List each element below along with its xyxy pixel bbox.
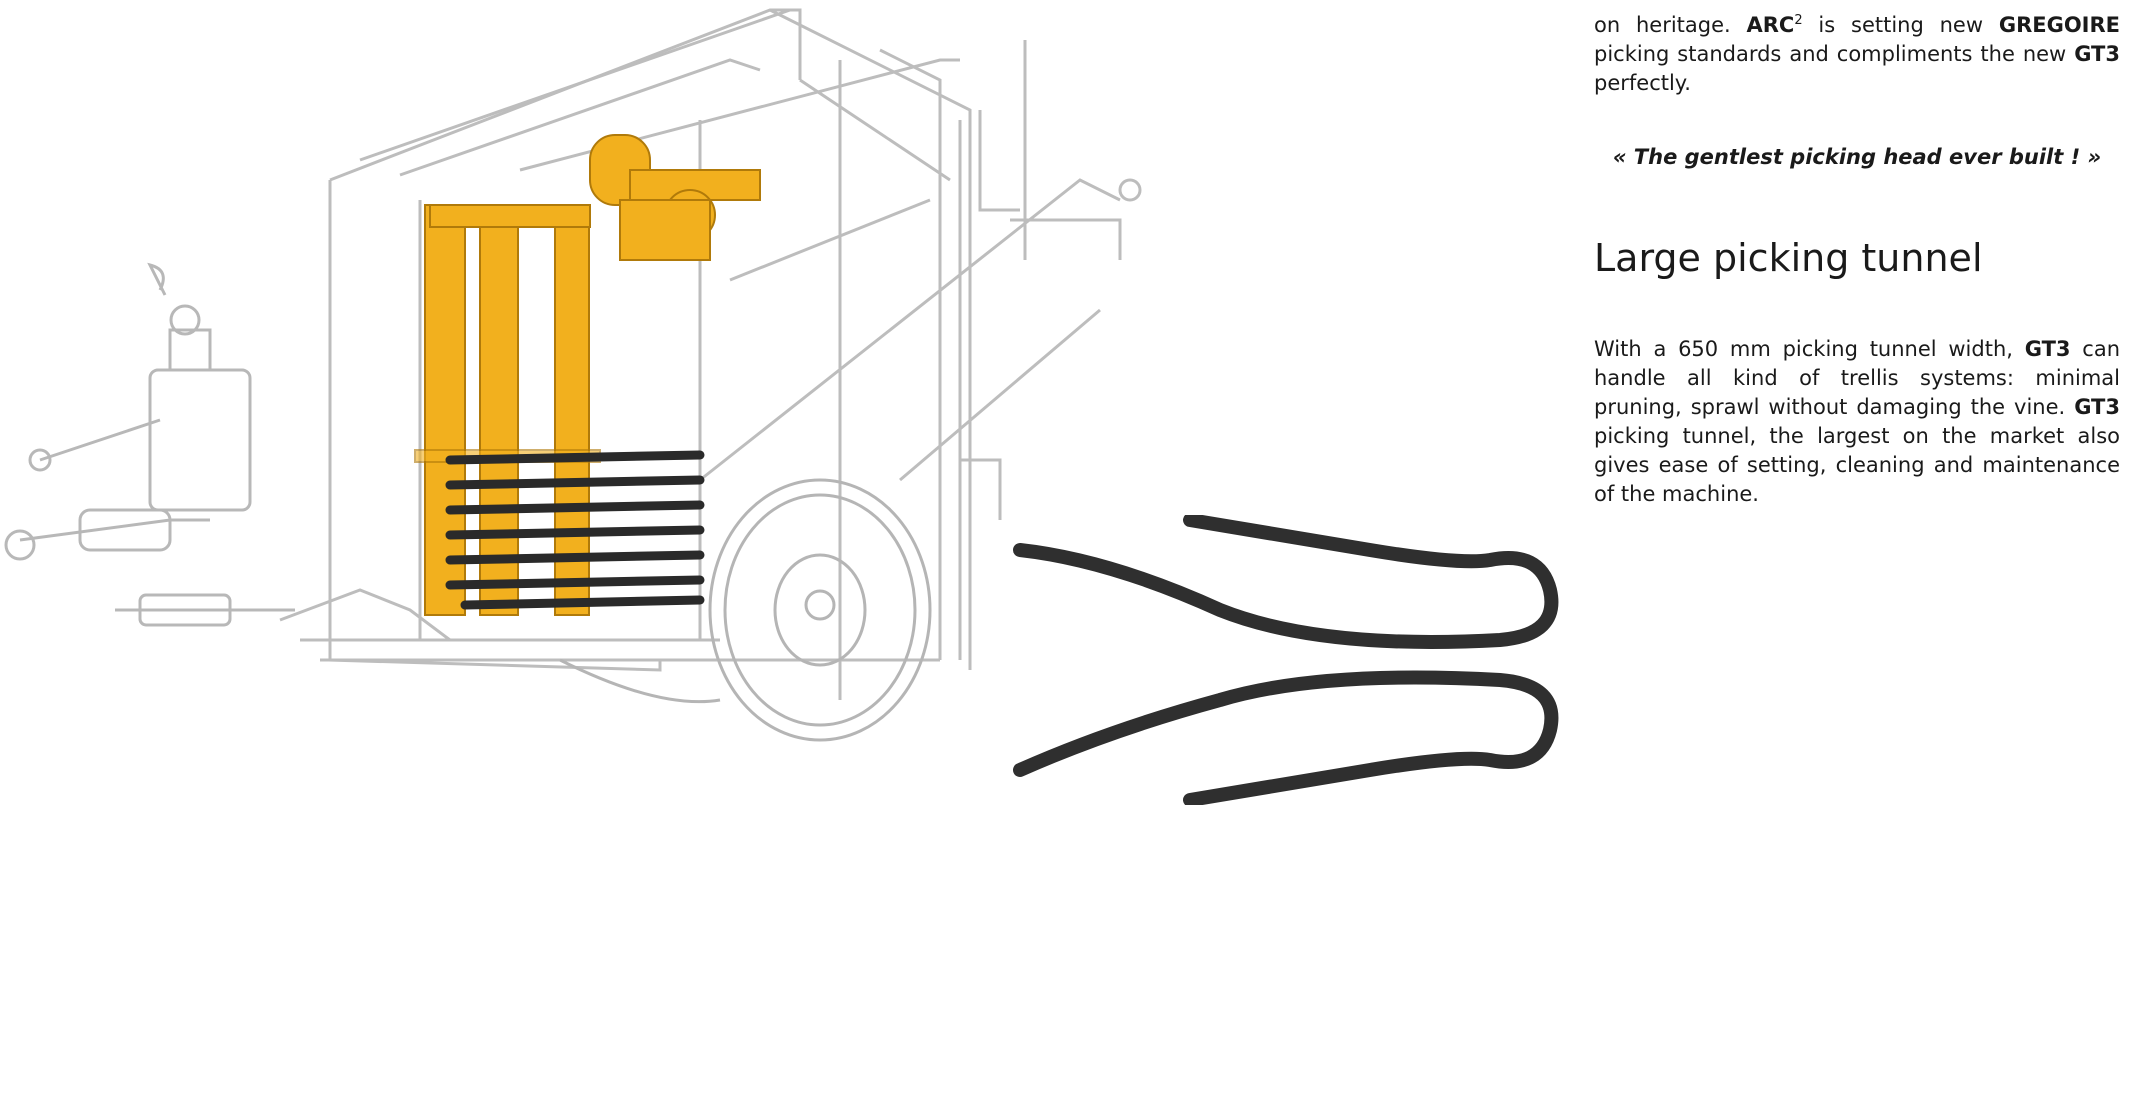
model-name: GT3 [2074, 395, 2120, 419]
picking-rods [445, 450, 705, 610]
body-text: picking tunnel, the largest on the marke… [1594, 424, 2120, 506]
body-text: With a 650 mm picking tunnel width, [1594, 337, 2025, 361]
section-paragraph: With a 650 mm picking tunnel width, GT3 … [1594, 335, 2120, 509]
model-name: GT3 [2074, 42, 2120, 66]
intro-text: is setting new [1802, 13, 1999, 37]
brand-name: GREGOIRE [1998, 13, 2121, 37]
intro-text: perfectly. [1594, 71, 1691, 95]
tagline-quote: « The gentlest picking head ever built !… [1612, 145, 2102, 169]
body-text: can handle all kind of trellis systems: … [1594, 337, 2121, 419]
picking-head [414, 134, 761, 616]
hitch-assembly [4, 262, 295, 627]
arc-name: ARC [1746, 13, 1795, 37]
machine-frame [279, 8, 1142, 700]
intro-paragraph: on heritage. ARC2 is setting new GREGOIR… [1594, 6, 2120, 98]
intro-text: on heritage. [1594, 13, 1747, 37]
section-heading: Large picking tunnel [1594, 236, 1983, 280]
arc-superscript: 2 [1794, 13, 1803, 28]
picking-rod-illustration [1013, 515, 1559, 805]
harvester-machine-illustration [4, 8, 1142, 742]
wheel [559, 478, 932, 742]
intro-text: picking standards and compliments the ne… [1594, 42, 2075, 66]
model-name: GT3 [2024, 337, 2071, 361]
